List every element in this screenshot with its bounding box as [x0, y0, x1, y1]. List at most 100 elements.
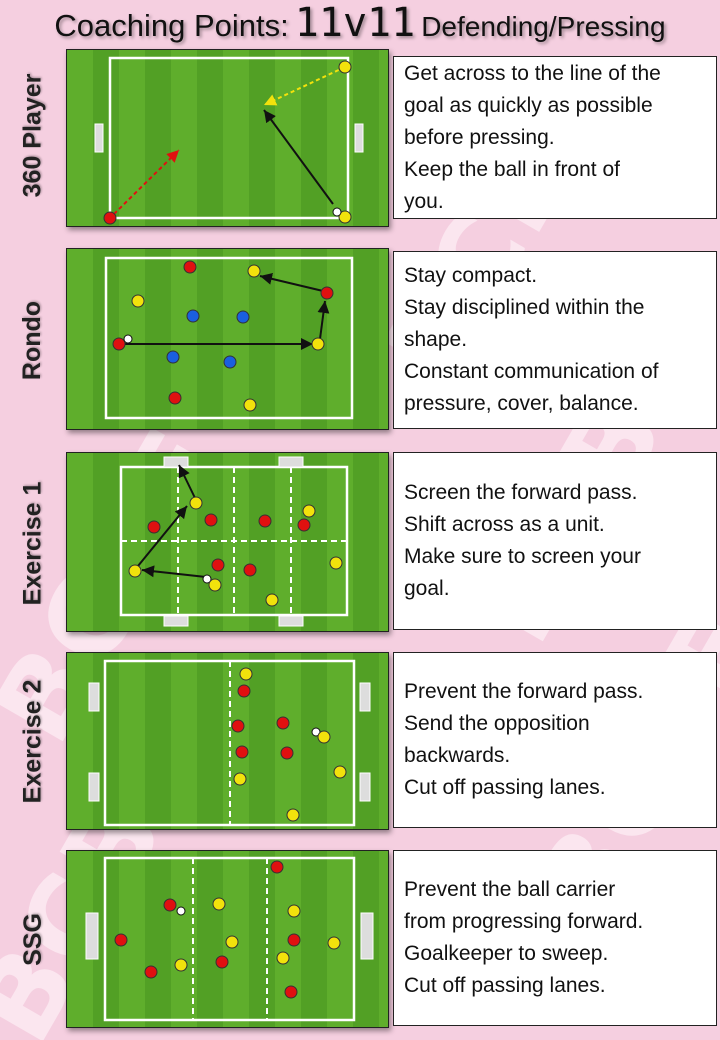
red-player — [258, 514, 272, 528]
pass-arrow — [137, 505, 188, 567]
diagram-svg — [85, 856, 374, 1022]
coaching-point: goal. — [404, 577, 450, 600]
yellow-player — [208, 578, 222, 592]
red-player — [297, 518, 311, 532]
section-exercise-2: Exercise 2 Prevent the forward pass. Sen… — [0, 650, 720, 833]
yellow-player — [276, 951, 290, 965]
mini-goal — [278, 456, 304, 468]
diagram-svg — [94, 56, 364, 225]
coaching-point: Make sure to screen your — [404, 545, 641, 568]
yellow-player — [239, 667, 253, 681]
pass-arrow — [317, 300, 330, 340]
yellow-player — [265, 593, 279, 607]
coaching-point: Cut off passing lanes. — [404, 776, 606, 799]
coaching-point: from progressing forward. — [404, 910, 644, 933]
yellow-player — [302, 504, 316, 518]
title-format: 11v11 — [294, 0, 416, 46]
red-player — [231, 719, 245, 733]
yellow-player — [247, 264, 261, 278]
coaching-point: Stay disciplined within the — [404, 296, 645, 319]
coaching-points: Stay compact. Stay disciplined within th… — [393, 251, 717, 429]
red-player — [114, 933, 128, 947]
coaching-point: Stay compact. — [404, 264, 538, 287]
pitch-boundary — [104, 256, 354, 420]
diagram-svg — [119, 456, 349, 627]
red-player — [276, 716, 290, 730]
coaching-point: Screen the forward pass. — [404, 481, 638, 504]
goal-right — [354, 123, 364, 153]
coaching-point: Prevent the forward pass. — [404, 680, 644, 703]
pass-arrow — [263, 109, 334, 205]
red-player — [204, 513, 218, 527]
mini-goal — [359, 772, 371, 802]
section-label: Exercise 1 — [18, 481, 47, 606]
coaching-point: backwards. — [404, 744, 511, 767]
blue-player — [236, 310, 250, 324]
yellow-player — [174, 958, 188, 972]
coaching-point: you. — [404, 189, 444, 213]
pass-arrow — [259, 272, 324, 292]
pitch-diagram — [66, 49, 389, 227]
mini-goal — [88, 772, 100, 802]
coaching-point: Shift across as a unit. — [404, 513, 605, 536]
yellow-player — [338, 60, 352, 74]
red-player — [215, 955, 229, 969]
coaching-point: Prevent the ball carrier — [404, 878, 616, 901]
red-player — [284, 985, 298, 999]
coaching-points: Prevent the ball carrier from progressin… — [393, 850, 717, 1026]
coaching-points: Screen the forward pass. Shift across as… — [393, 452, 717, 630]
red-player — [280, 746, 294, 760]
yellow-player — [287, 904, 301, 918]
pitch-diagram — [66, 452, 389, 632]
yellow-player — [327, 936, 341, 950]
red-player — [183, 260, 197, 274]
blue-player — [186, 309, 200, 323]
red-player — [103, 211, 117, 225]
mini-goal — [359, 682, 371, 712]
ball-icon — [332, 207, 342, 217]
pass-arrow — [178, 464, 196, 499]
pitch-diagram — [66, 652, 389, 830]
title-prefix: Coaching Points: — [54, 8, 289, 43]
red-player — [112, 337, 126, 351]
coaching-point: goal as quickly as possible — [404, 93, 653, 117]
ball-icon — [202, 574, 212, 584]
coaching-point: Constant communication of — [404, 360, 659, 383]
red-player — [287, 933, 301, 947]
yellow-player — [317, 730, 331, 744]
mini-goal — [278, 615, 304, 627]
mini-goal — [163, 615, 189, 627]
page-title: Coaching Points: 11v11 Defending/Pressin… — [0, 0, 720, 46]
section-exercise-1: Exercise 1 — [0, 452, 720, 635]
goal-left — [94, 123, 104, 153]
movement-arrow — [263, 66, 346, 106]
section-label: 360 Player — [18, 73, 47, 198]
section-label: Rondo — [18, 300, 47, 381]
coaching-point: pressure, cover, balance. — [404, 392, 639, 415]
red-player — [144, 965, 158, 979]
ball-icon — [123, 334, 133, 344]
coaching-points: Prevent the forward pass. Send the oppos… — [393, 652, 717, 828]
yellow-player — [233, 772, 247, 786]
yellow-player — [286, 808, 300, 822]
yellow-player — [311, 337, 325, 351]
diagram-svg — [104, 256, 354, 420]
yellow-player — [243, 398, 257, 412]
red-player — [237, 684, 251, 698]
red-player — [147, 520, 161, 534]
pitch-boundary — [108, 56, 350, 220]
section-label: Exercise 2 — [18, 679, 47, 804]
coaching-point: Send the opposition — [404, 712, 590, 735]
pitch-diagram — [66, 850, 389, 1028]
section-rondo: Rondo Stay compact. Stay dis — [0, 248, 720, 433]
pitch-boundary — [103, 856, 356, 1022]
goal-right — [360, 912, 374, 960]
coaching-point: Keep the ball in front of — [404, 157, 620, 181]
yellow-player — [333, 765, 347, 779]
run-arrow — [113, 149, 180, 215]
yellow-player — [225, 935, 239, 949]
yellow-player — [131, 294, 145, 308]
coaching-point: Cut off passing lanes. — [404, 974, 606, 997]
blue-player — [223, 355, 237, 369]
section-ssg: SSG Prevent the ball carrier from pro — [0, 848, 720, 1031]
